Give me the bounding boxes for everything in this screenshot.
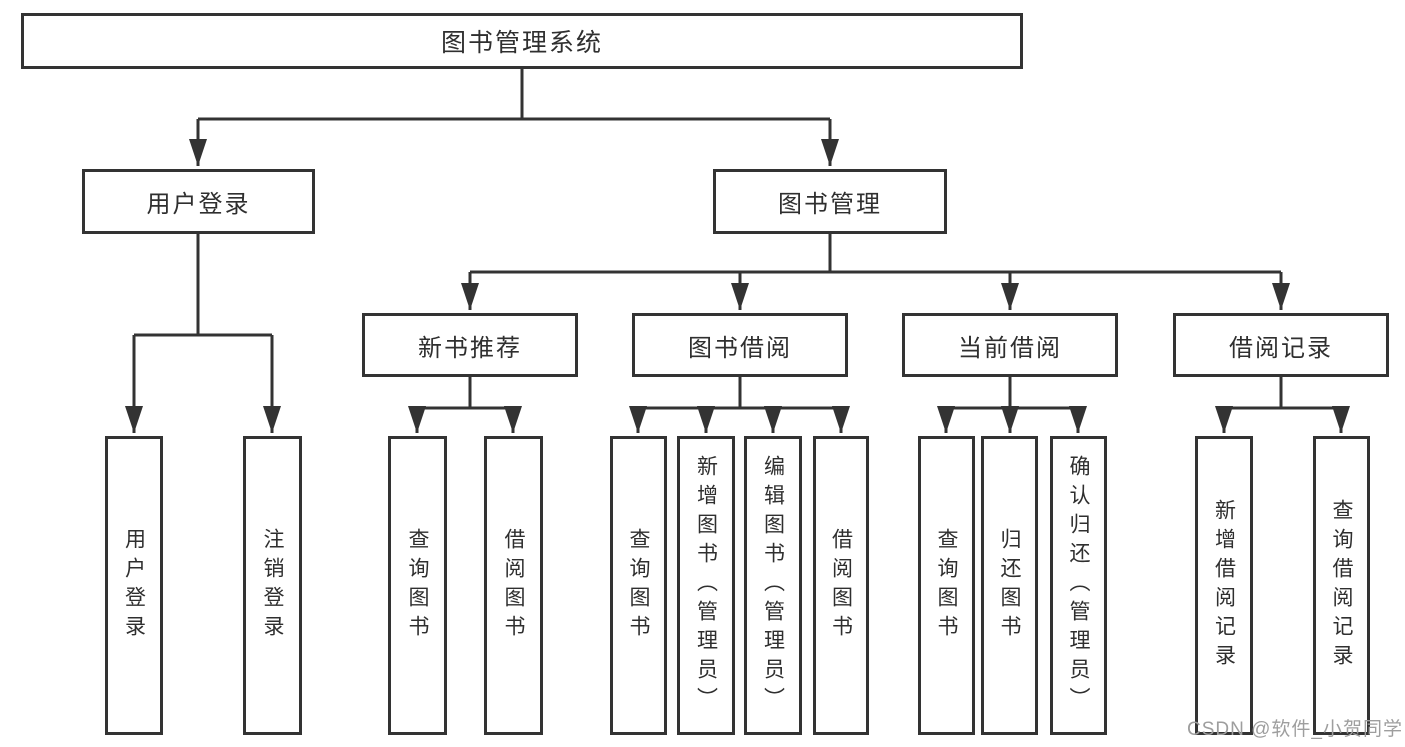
leaf-query-books-current: 查询图书	[918, 436, 975, 735]
leaf-add-borrow-record: 新增借阅记录	[1195, 436, 1253, 735]
leaf-user-login: 用户登录	[105, 436, 163, 735]
leaf-borrow-books-recommend: 借阅图书	[484, 436, 543, 735]
leaf-confirm-return-admin: 确认归还（管理员）	[1050, 436, 1107, 735]
csdn-watermark: CSDN @软件_小贺同学	[1187, 719, 1403, 740]
leaf-query-books-recommend: 查询图书	[388, 436, 447, 735]
leaf-edit-book-admin: 编辑图书（管理员）	[744, 436, 802, 735]
leaf-query-borrow-record: 查询借阅记录	[1313, 436, 1370, 735]
leaf-query-books-borrow: 查询图书	[610, 436, 667, 735]
node-borrow-records: 借阅记录	[1173, 313, 1389, 377]
node-user-login: 用户登录	[82, 169, 315, 234]
node-library-management-system: 图书管理系统	[21, 13, 1023, 69]
node-current-borrow: 当前借阅	[902, 313, 1118, 377]
leaf-add-book-admin: 新增图书（管理员）	[677, 436, 735, 735]
node-book-management: 图书管理	[713, 169, 947, 234]
leaf-return-book: 归还图书	[981, 436, 1038, 735]
leaf-borrow-books: 借阅图书	[813, 436, 869, 735]
leaf-logout: 注销登录	[243, 436, 302, 735]
node-book-borrow: 图书借阅	[632, 313, 848, 377]
node-new-book-recommend: 新书推荐	[362, 313, 578, 377]
